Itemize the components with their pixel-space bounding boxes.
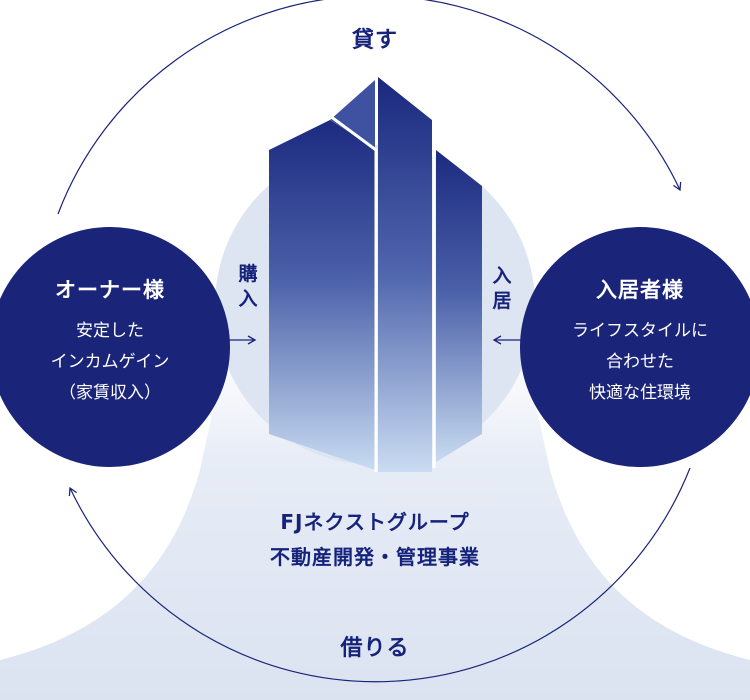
- resident-title: 入居者様: [596, 278, 684, 302]
- bell-background: [0, 330, 750, 700]
- owner-description: 安定した インカムゲイン （家賃収入）: [50, 321, 170, 403]
- move-in-label: 入居: [492, 265, 512, 312]
- owner-title: オーナー様: [55, 278, 165, 302]
- borrow-label: 借りる: [340, 636, 410, 661]
- purchase-label: 購入: [238, 263, 258, 310]
- company-business: 不動産開発・管理事業: [270, 545, 480, 569]
- owner-circle: [0, 227, 230, 467]
- lend-label: 貸す: [351, 28, 398, 53]
- resident-circle: [520, 227, 750, 467]
- top-arc-arrow: [57, 0, 682, 215]
- resident-description: ライフスタイルに 合わせた 快適な住環境: [572, 321, 708, 403]
- company-name: FJネクストグループ: [280, 510, 470, 534]
- bottom-arc-arrow: [68, 467, 691, 683]
- building-icon: [269, 77, 482, 472]
